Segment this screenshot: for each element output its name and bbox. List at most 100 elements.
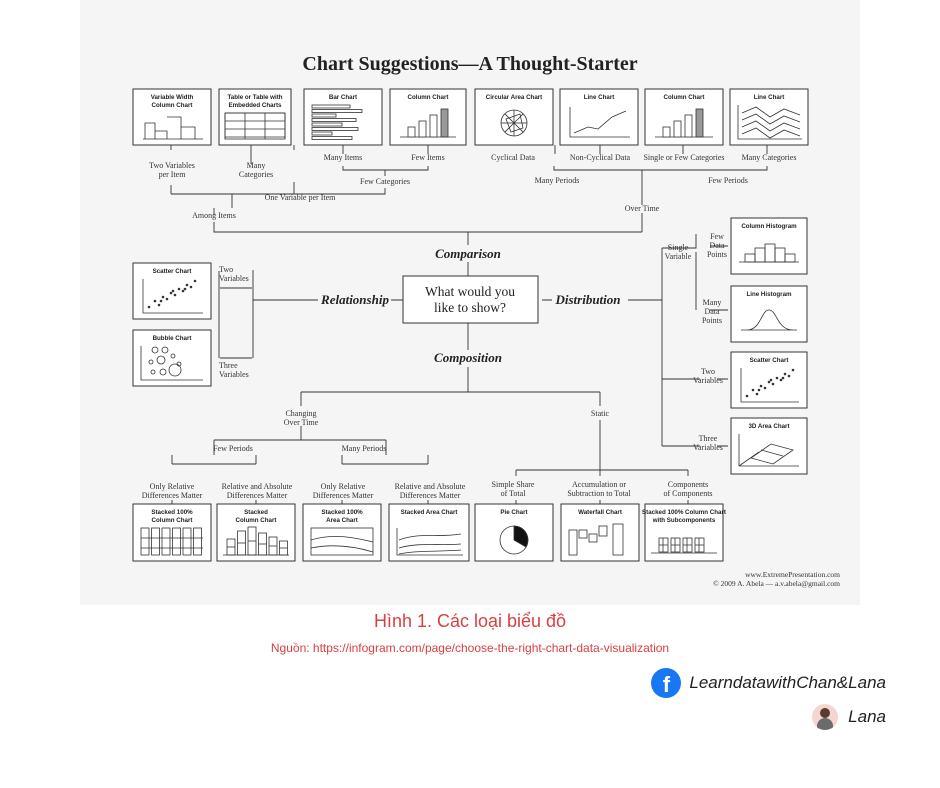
branch-composition: Composition — [434, 350, 502, 365]
author-row: Lana — [812, 704, 886, 730]
chart-thumbnail-icon — [310, 527, 374, 556]
chart-thumbnail-icon — [140, 527, 203, 556]
label-many-items: Many Items — [324, 153, 362, 162]
chart-box-title: 3D Area Chart — [748, 423, 789, 430]
figure-caption: Hình 1. Các loại biểu đồ — [373, 611, 567, 631]
branch-relationship: Relationship — [320, 292, 389, 307]
chart-thumbnail-icon — [396, 528, 463, 556]
chart-thumbnail-icon — [569, 107, 630, 138]
chart-box-stacked100-col: Stacked 100%Column Chart — [132, 503, 212, 562]
branch-comparison: Comparison — [435, 246, 501, 261]
facebook-icon: f — [651, 668, 682, 698]
chart-box-column-a: Column Chart — [389, 88, 467, 146]
chart-box-title: Stacked 100%Area Chart — [321, 509, 363, 524]
label-one-var-per-item: One Variable per Item — [265, 193, 336, 202]
chart-thumbnail-icon — [142, 279, 203, 314]
chart-box-area-3d: 3D Area Chart — [730, 417, 808, 475]
chart-thumbnail-icon — [568, 523, 624, 556]
chart-box-title: Bubble Chart — [153, 335, 192, 342]
chart-box-title: Waterfall Chart — [578, 509, 622, 516]
label-many-categories-b: Many Categories — [742, 153, 797, 162]
label-non-cyclical: Non-Cyclical Data — [570, 153, 631, 162]
label-few-categories: Few Categories — [360, 177, 410, 186]
chart-thumbnail-icon — [741, 309, 797, 331]
chart-box-stacked-area: Stacked Area Chart — [388, 503, 470, 562]
label-many-periods-b: Many Periods — [342, 444, 387, 453]
label-among-items: Among Items — [192, 211, 236, 220]
chart-thumbnail-icon — [499, 525, 529, 555]
chart-box-circular-area: Circular Area Chart — [474, 88, 554, 146]
branch-distribution: Distribution — [554, 292, 620, 307]
chart-thumbnail-icon — [400, 108, 456, 138]
chart-thumbnail-icon — [223, 526, 289, 556]
chart-thumbnail-icon — [311, 104, 363, 140]
author-name: Lana — [848, 707, 886, 726]
chart-box-waterfall: Waterfall Chart — [560, 503, 640, 562]
label-static: Static — [591, 409, 610, 418]
chart-box-bubble: Bubble Chart — [132, 329, 212, 387]
chart-thumbnail-icon — [738, 434, 799, 467]
chart-thumbnail-icon — [500, 109, 528, 137]
chart-thumbnail-icon — [651, 537, 717, 554]
label-single-few-categories: Single or Few Categories — [643, 153, 724, 162]
label-over-time: Over Time — [625, 204, 660, 213]
chart-box-title: Stacked 100%Column Chart — [151, 509, 193, 524]
diagram-title: Chart Suggestions—A Thought-Starter — [302, 53, 637, 75]
chart-box-line-histogram: Line Histogram — [730, 285, 808, 343]
chart-box-title: Scatter Chart — [750, 357, 789, 364]
chart-box-title: Column Histogram — [741, 223, 797, 230]
chart-box-title: Pie Chart — [500, 509, 527, 516]
chart-box-title: Column Chart — [408, 94, 449, 101]
label-few-periods-a: Few Periods — [708, 176, 748, 185]
chart-box-scatter-rel: Scatter Chart — [132, 262, 212, 320]
label-many-periods-a: Many Periods — [535, 176, 580, 185]
chart-suggestions-diagram: Chart Suggestions—A Thought-Starter What… — [132, 53, 840, 588]
chart-box-line-a: Line Chart — [559, 88, 639, 146]
chart-box-title: Line Histogram — [746, 291, 792, 298]
facebook-page[interactable]: f LearndatawithChan&Lana — [651, 668, 886, 698]
figure-source: Nguồn: https://infogram.com/page/choose-… — [270, 641, 670, 655]
chart-thumbnail-icon — [655, 108, 713, 138]
chart-box-column-b: Column Chart — [644, 88, 724, 146]
label-cyclical: Cyclical Data — [491, 153, 535, 162]
label-few-items: Few Items — [411, 153, 445, 162]
chart-thumbnail-icon — [739, 243, 799, 263]
chart-box-title: Line Chart — [754, 94, 785, 101]
chart-thumbnail-icon — [740, 368, 799, 403]
chart-box-bar: Bar Chart — [303, 88, 383, 146]
chart-box-title: Scatter Chart — [153, 268, 192, 275]
chart-box-scatter-dist: Scatter Chart — [730, 351, 808, 409]
avatar — [812, 704, 839, 730]
chart-suggestions-figure: Chart Suggestions—A Thought-Starter What… — [80, 0, 860, 605]
chart-box-title: Circular Area Chart — [486, 94, 543, 101]
credit-website: www.ExtremePresentation.com — [745, 570, 840, 579]
chart-box-title: Line Chart — [584, 94, 615, 101]
facebook-page-name: LearndatawithChan&Lana — [689, 673, 886, 692]
chart-thumbnail-icon — [737, 105, 802, 140]
label-few-periods-b: Few Periods — [213, 444, 253, 453]
chart-box-col-histogram: Column Histogram — [730, 217, 808, 275]
chart-thumbnail-icon — [140, 346, 203, 381]
